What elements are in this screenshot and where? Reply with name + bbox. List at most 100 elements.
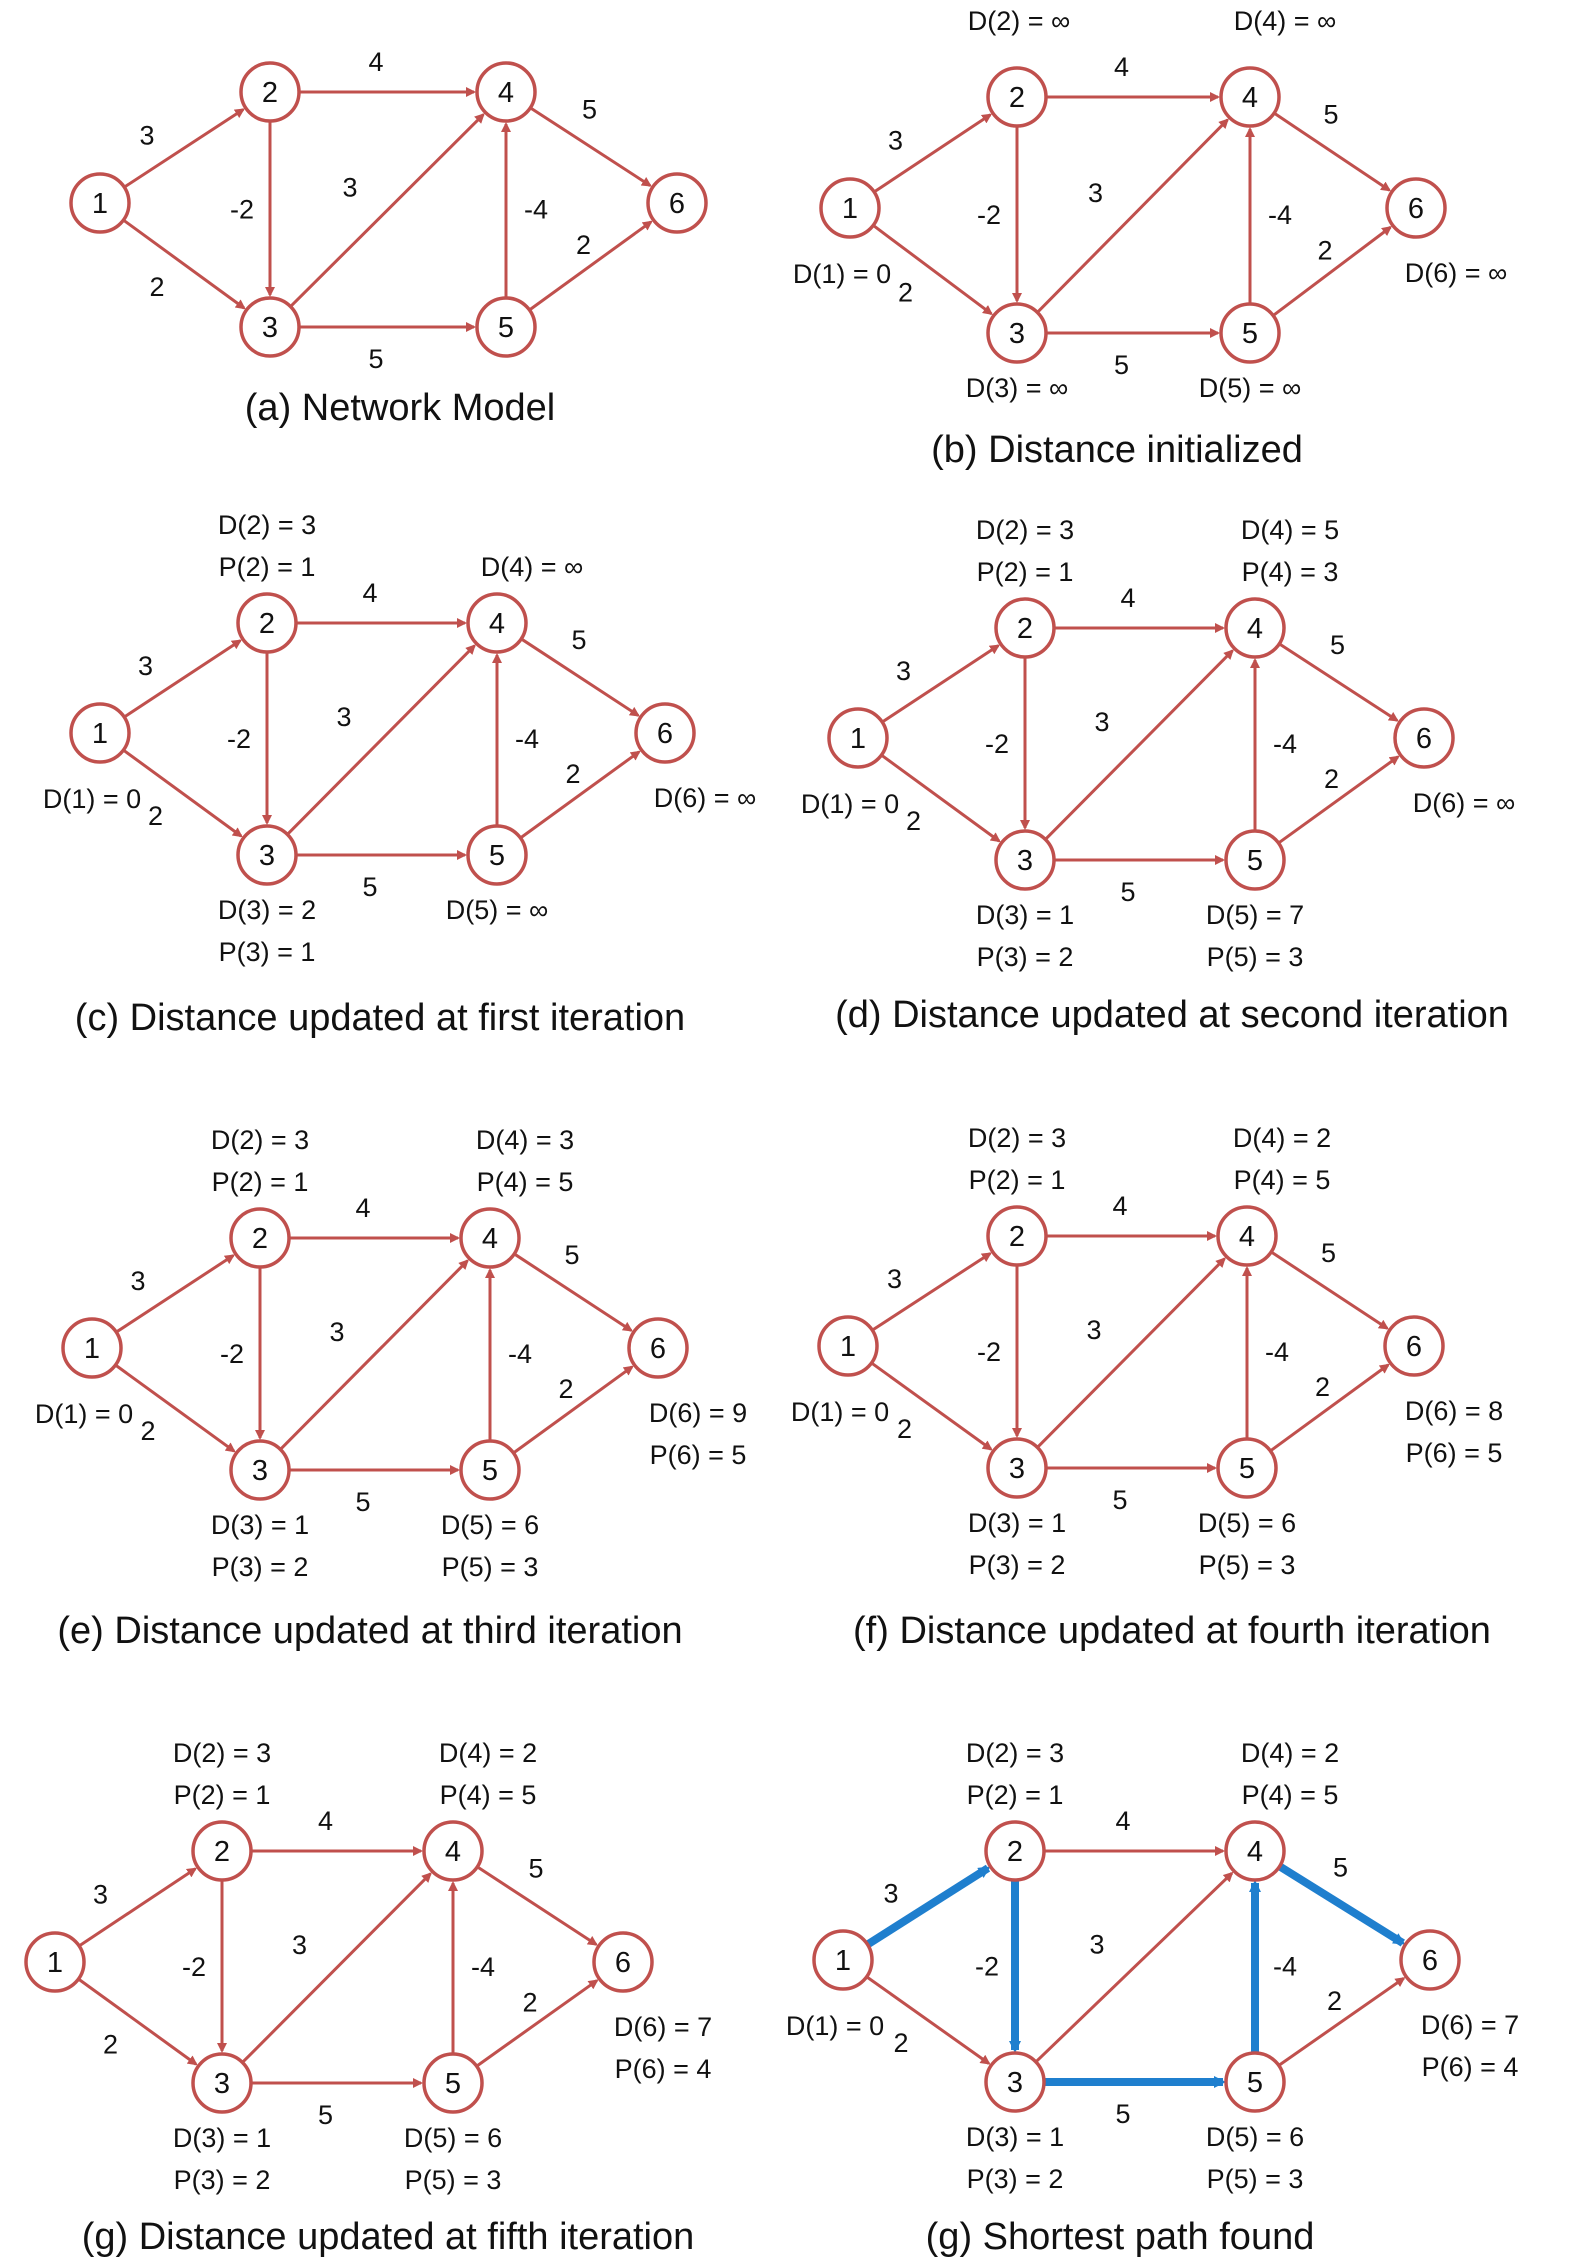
- edge-weight-3-5: 5: [355, 1487, 370, 1517]
- edge-weight-5-6: 2: [1315, 1372, 1330, 1402]
- annotation-node-3-parent: P(3) = 2: [212, 1552, 309, 1582]
- edge-weight-2-4: 4: [1114, 52, 1129, 82]
- node-4: [466, 592, 528, 654]
- edge-weight-3-5: 5: [318, 2100, 333, 2130]
- edge-weight-4-6: 5: [1330, 630, 1345, 660]
- edge-weight-5-6: 2: [1327, 1986, 1342, 2016]
- edge-weight-4-6: 5: [582, 95, 597, 125]
- node-label-6: 6: [1422, 1945, 1438, 1977]
- panel-caption: (g) Distance updated at fifth iteration: [82, 2216, 695, 2258]
- edge-3-4: [1037, 118, 1229, 313]
- edge-weight-2-3: -2: [977, 1337, 1001, 1367]
- edge-weight-1-2: 3: [138, 651, 153, 681]
- annotation-node-5-parent: P(5) = 3: [442, 1552, 539, 1582]
- node-label-2: 2: [214, 1836, 230, 1868]
- edge-5-6: [513, 1365, 634, 1454]
- annotation-node-5-parent: P(5) = 3: [405, 2165, 502, 2195]
- edge-3-4: [1037, 1257, 1226, 1448]
- annotation-node-1-distance: D(1) = 0: [43, 784, 141, 814]
- annotation-node-4-distance: D(4) = ∞: [481, 552, 584, 582]
- annotation-node-6-distance: D(6) = 7: [614, 2012, 712, 2042]
- node-6: [1383, 1315, 1445, 1377]
- annotation-node-3-distance: D(3) = 1: [966, 2122, 1064, 2152]
- edge-weight-1-3: 2: [898, 278, 913, 308]
- edge-3-4: [1045, 649, 1234, 840]
- annotation-node-5-parent: P(5) = 3: [1199, 1550, 1296, 1580]
- node-label-3: 3: [252, 1455, 268, 1487]
- edge-4-6-shortest-path: [1278, 1863, 1406, 1947]
- annotation-node-6-parent: P(6) = 4: [1422, 2052, 1519, 2082]
- node-1: [69, 702, 131, 764]
- edge-weight-4-6: 5: [528, 1854, 543, 1884]
- edge-weight-5-4: -4: [508, 1339, 532, 1369]
- annotation-node-2-distance: D(2) = 3: [968, 1123, 1066, 1153]
- edge-weight-2-3: -2: [220, 1339, 244, 1369]
- annotation-node-6-parent: P(6) = 5: [1406, 1438, 1503, 1468]
- annotation-node-2-parent: P(2) = 1: [174, 1780, 271, 1810]
- node-3: [986, 302, 1048, 364]
- panel-caption: (b) Distance initialized: [931, 429, 1303, 471]
- node-3: [239, 296, 301, 358]
- edge-weight-5-6: 2: [565, 759, 580, 789]
- edge-weight-3-5: 5: [1112, 1485, 1127, 1515]
- annotation-node-5-distance: D(5) = 6: [404, 2123, 502, 2153]
- node-label-6: 6: [1408, 193, 1424, 225]
- edge-weight-5-4: -4: [1268, 200, 1292, 230]
- node-label-3: 3: [259, 840, 275, 872]
- annotation-node-2-distance: D(2) = 3: [218, 510, 316, 540]
- annotation-node-4-distance: D(4) = 5: [1241, 515, 1339, 545]
- edge-5-6: [1270, 1363, 1390, 1452]
- annotation-node-2-parent: P(2) = 1: [977, 557, 1074, 587]
- edge-weight-1-3: 2: [897, 1414, 912, 1444]
- node-2: [191, 1820, 253, 1882]
- edge-weight-1-3: 2: [149, 272, 164, 302]
- node-label-4: 4: [482, 1223, 498, 1255]
- annotation-node-4-distance: D(4) = 2: [439, 1738, 537, 1768]
- node-label-3: 3: [1009, 1453, 1025, 1485]
- annotation-node-5-distance: D(5) = ∞: [446, 895, 549, 925]
- edge-weight-5-4: -4: [471, 1952, 495, 1982]
- node-2: [986, 66, 1048, 128]
- edge-weight-5-6: 2: [576, 230, 591, 260]
- annotation-node-3-parent: P(3) = 2: [967, 2164, 1064, 2194]
- annotation-node-4-distance: D(4) = 2: [1241, 1738, 1339, 1768]
- annotation-node-3-parent: P(3) = 2: [977, 942, 1074, 972]
- edge-weight-2-4: 4: [368, 47, 383, 77]
- edge-4-6: [1274, 112, 1392, 192]
- panel-caption: (g) Shortest path found: [926, 2216, 1315, 2258]
- annotation-node-2-distance: D(2) = 3: [976, 515, 1074, 545]
- edge-weight-3-4: 3: [1086, 1315, 1101, 1345]
- node-1: [817, 1315, 879, 1377]
- edge-weight-3-4: 3: [1088, 178, 1103, 208]
- annotation-node-3-distance: D(3) = ∞: [966, 373, 1069, 403]
- node-5: [1224, 829, 1286, 891]
- node-2: [236, 592, 298, 654]
- edge-4-6: [530, 107, 652, 187]
- edge-5-6: [476, 1979, 599, 2067]
- edge-4-6: [1279, 643, 1399, 722]
- annotation-node-4-distance: D(4) = ∞: [1234, 6, 1337, 36]
- node-3: [984, 2051, 1046, 2113]
- annotation-node-2-parent: P(2) = 1: [967, 1780, 1064, 1810]
- node-label-2: 2: [259, 608, 275, 640]
- edge-weight-3-4: 3: [1089, 1930, 1104, 1960]
- edge-1-2: [79, 1867, 198, 1947]
- node-6: [592, 1931, 654, 1993]
- edge-weight-2-4: 4: [318, 1806, 333, 1836]
- node-3: [229, 1439, 291, 1501]
- node-1: [812, 1929, 874, 1991]
- edge-weight-4-6: 5: [1321, 1238, 1336, 1268]
- edge-5-6: [1278, 1977, 1406, 2067]
- edge-weight-1-2: 3: [139, 121, 154, 151]
- panel-caption: (a) Network Model: [245, 387, 555, 429]
- node-3: [994, 829, 1056, 891]
- edge-weight-1-3: 2: [103, 2030, 118, 2060]
- edge-1-3: [115, 1364, 236, 1453]
- annotation-node-5-distance: D(5) = ∞: [1199, 373, 1302, 403]
- edge-3-4: [280, 1259, 469, 1450]
- annotation-node-1-distance: D(1) = 0: [793, 259, 891, 289]
- node-2: [239, 61, 301, 123]
